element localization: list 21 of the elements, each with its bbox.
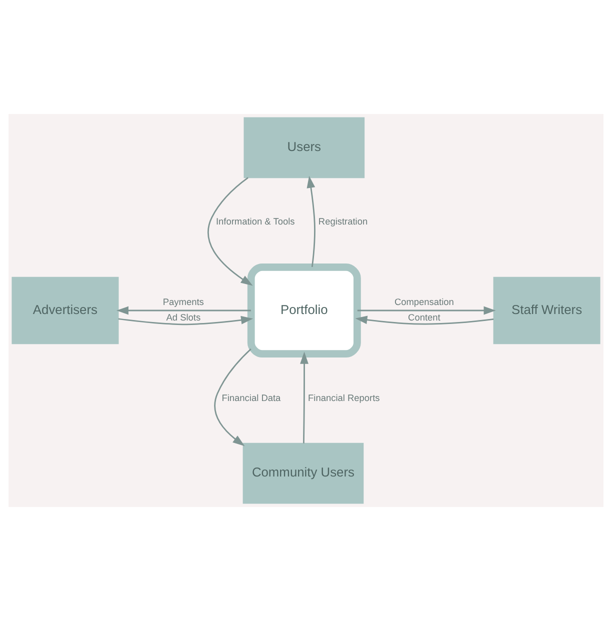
arrow [214,348,252,446]
arrow [357,306,496,314]
arrow [306,175,316,266]
node-box: Portfolio [247,262,361,358]
node-box: Users [244,116,365,178]
edge-label: Information & Tools [216,216,295,226]
edge-label: Payments [162,296,204,306]
edge-label: Financial Data [222,392,281,402]
edge-label: Content [408,312,440,322]
edge-label: Compensation [394,296,454,306]
node-box: Advertisers [12,276,119,344]
arrow [300,351,308,443]
node-box: Community Users [242,442,364,504]
arrow [118,315,254,325]
arrow [116,306,251,314]
arrow [208,176,253,286]
arrow [355,315,494,324]
edge-label: Registration [318,216,368,226]
edge-label: Ad Slots [166,312,201,322]
edge-label: Financial Reports [308,392,380,402]
node-box: Staff Writers [493,276,600,344]
